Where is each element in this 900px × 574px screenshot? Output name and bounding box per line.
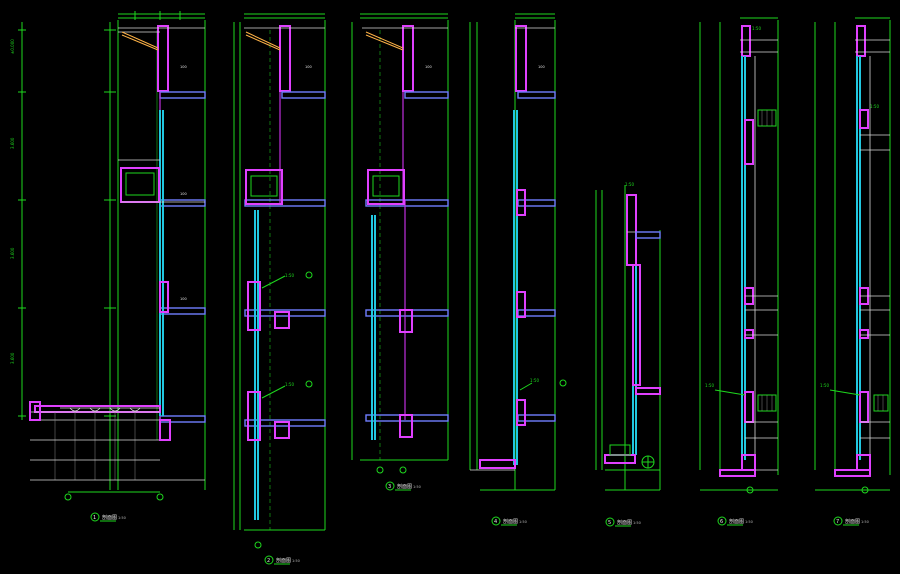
section-3-title: 剖面图 [397, 483, 412, 490]
section-6-scale: 1:50 [745, 520, 753, 524]
section-4-number: 4 [494, 519, 497, 525]
svg-text:3.600: 3.600 [10, 247, 15, 259]
section-6-number: 6 [720, 519, 723, 525]
svg-text:3.600: 3.600 [10, 137, 15, 149]
svg-text:100: 100 [305, 65, 312, 69]
svg-text:±0.000: ±0.000 [10, 39, 15, 54]
section-1-number: 1 [93, 515, 96, 521]
section-1-title: 剖面图 [102, 514, 117, 521]
section-5-title: 剖面图 [617, 519, 632, 526]
svg-text:1:50: 1:50 [705, 383, 714, 388]
section-2-number: 2 [267, 558, 270, 564]
section-7-scale: 1:50 [861, 520, 869, 524]
svg-text:1:50: 1:50 [625, 182, 634, 187]
svg-text:3.600: 3.600 [10, 352, 15, 364]
section-6-drawing: 1:50 1:50 6 剖面图 1:50 [699, 17, 779, 526]
section-5-scale: 1:50 [633, 521, 641, 525]
section-4-title: 剖面图 [503, 518, 518, 525]
section-4-drawing: 100 1:50 4 剖面图 1:50 [469, 13, 567, 526]
section-1-drawing: ±0.000 3.600 3.600 3.600 100 [10, 11, 206, 522]
section-2-title: 剖面图 [276, 557, 291, 564]
section-1-scale: 1:50 [118, 516, 126, 520]
section-7-title: 剖面图 [845, 518, 860, 525]
svg-text:100: 100 [538, 65, 545, 69]
svg-text:100: 100 [180, 65, 187, 69]
section-5-number: 5 [608, 520, 611, 526]
svg-text:1:50: 1:50 [285, 382, 294, 387]
svg-text:100: 100 [425, 65, 432, 69]
section-4-scale: 1:50 [519, 520, 527, 524]
section-3-scale: 1:50 [413, 485, 421, 489]
section-7-drawing: 1:50 1:50 7 剖面图 1:50 [814, 17, 891, 526]
svg-text:100: 100 [180, 297, 187, 301]
svg-text:1:50: 1:50 [870, 104, 879, 109]
svg-text:1:50: 1:50 [530, 378, 539, 383]
section-6-title: 剖面图 [729, 518, 744, 525]
section-2-scale: 1:50 [292, 559, 300, 563]
svg-text:1:50: 1:50 [285, 273, 294, 278]
section-5-drawing: 1:50 5 剖面图 1:50 [595, 182, 661, 527]
section-7-number: 7 [836, 519, 839, 525]
svg-text:1:50: 1:50 [752, 26, 761, 31]
section-2-drawing: 100 1:50 1:50 2 剖面图 1:50 [233, 13, 326, 565]
svg-text:1:50: 1:50 [820, 383, 829, 388]
section-3-drawing: 100 3 剖面图 1:50 [351, 13, 449, 491]
section-3-number: 3 [388, 484, 391, 490]
svg-text:100: 100 [180, 192, 187, 196]
